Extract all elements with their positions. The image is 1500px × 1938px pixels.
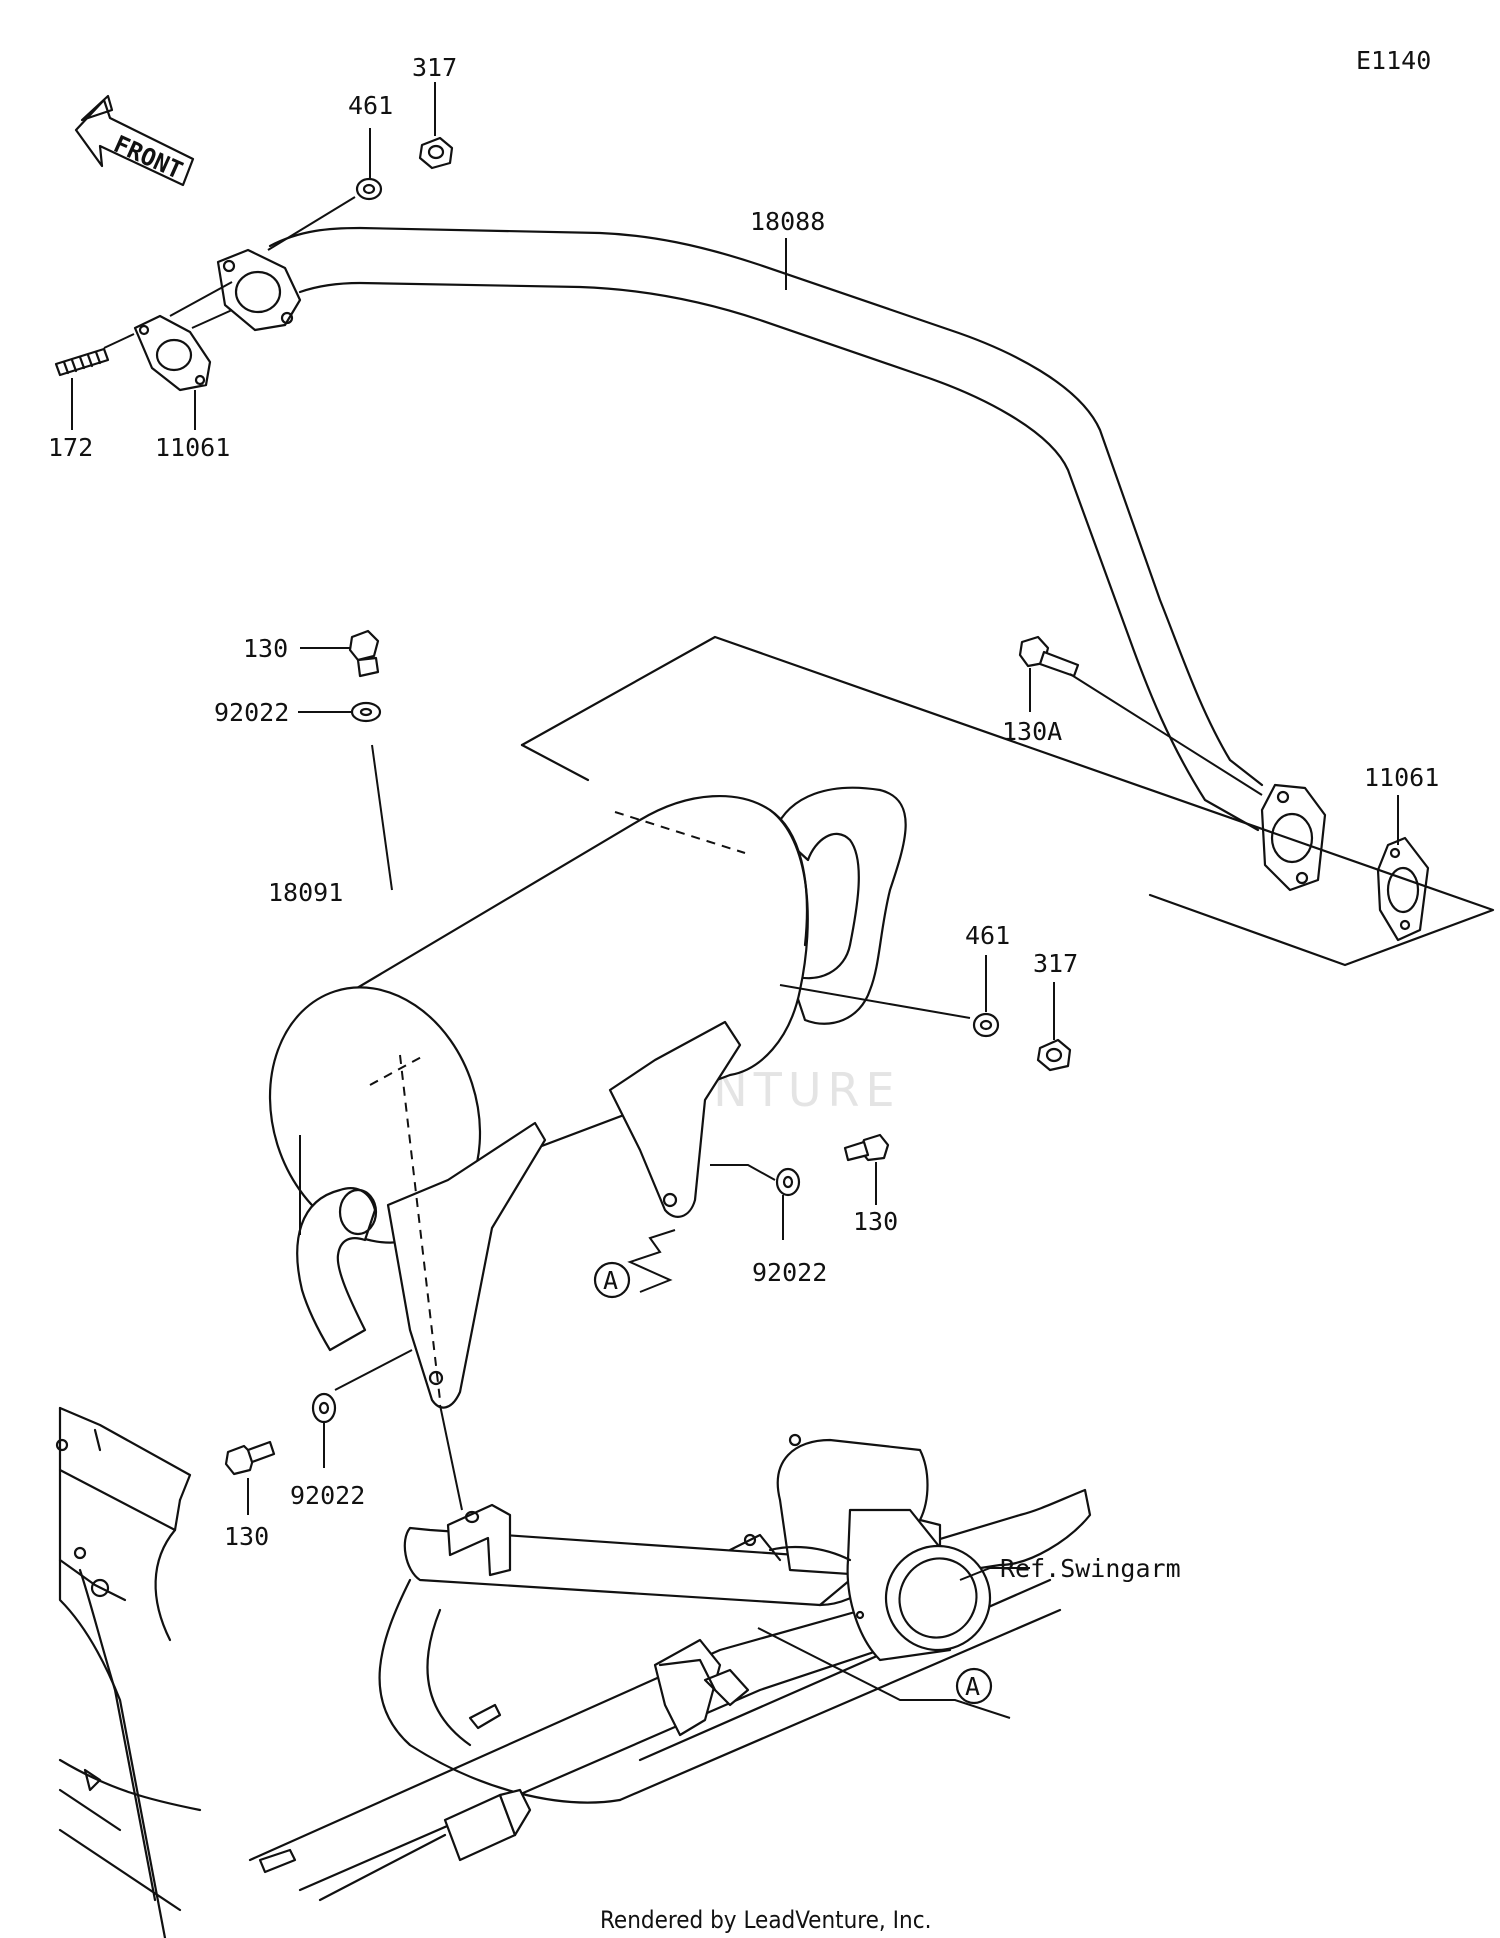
callout-92022-mid: 92022 <box>752 1258 827 1287</box>
callout-18088: 18088 <box>750 207 825 236</box>
callout-92022-upper: 92022 <box>214 698 289 727</box>
callout-317-top: 317 <box>412 53 457 82</box>
washer-top <box>355 177 383 201</box>
callout-130a: 130A <box>1002 717 1062 746</box>
diagram-code: E1140 <box>1356 46 1431 75</box>
callout-ref-swingarm: Ref.Swingarm <box>1000 1554 1181 1583</box>
callout-172: 172 <box>48 433 93 462</box>
exhaust-pipe <box>216 226 1327 892</box>
muffler <box>268 786 907 1409</box>
callout-461-right: 461 <box>965 921 1010 950</box>
washer-right <box>972 1012 1000 1038</box>
washer-lower <box>311 1392 337 1424</box>
callout-461-top: 461 <box>348 91 393 120</box>
callout-18091: 18091 <box>268 878 343 907</box>
bolt-right <box>843 1133 890 1162</box>
ref-a-lower: A <box>955 1667 993 1705</box>
callout-11061-front: 11061 <box>155 433 230 462</box>
svg-text:A: A <box>603 1266 618 1295</box>
washer-upper <box>350 701 382 723</box>
callout-11061-rear: 11061 <box>1364 763 1439 792</box>
nut-top <box>418 136 454 170</box>
bolt-upper <box>348 629 380 678</box>
callout-317-right: 317 <box>1033 949 1078 978</box>
bolt-lower <box>224 1440 276 1476</box>
gasket-front <box>133 314 212 392</box>
frame <box>55 1406 1092 1938</box>
ref-a-upper: A <box>593 1261 631 1299</box>
stud <box>54 347 110 377</box>
gasket-rear <box>1376 836 1430 942</box>
callout-130-right: 130 <box>853 1207 898 1236</box>
callout-130-lower: 130 <box>224 1522 269 1551</box>
bolt-130a <box>1018 635 1080 678</box>
credit-text: Rendered by LeadVenture, Inc. <box>600 1906 931 1934</box>
washer-mid <box>775 1167 801 1197</box>
front-arrow-icon: FRONT <box>74 94 195 187</box>
svg-text:A: A <box>965 1672 980 1701</box>
callout-92022-lower: 92022 <box>290 1481 365 1510</box>
nut-right <box>1036 1038 1072 1072</box>
callout-130-upper: 130 <box>243 634 288 663</box>
